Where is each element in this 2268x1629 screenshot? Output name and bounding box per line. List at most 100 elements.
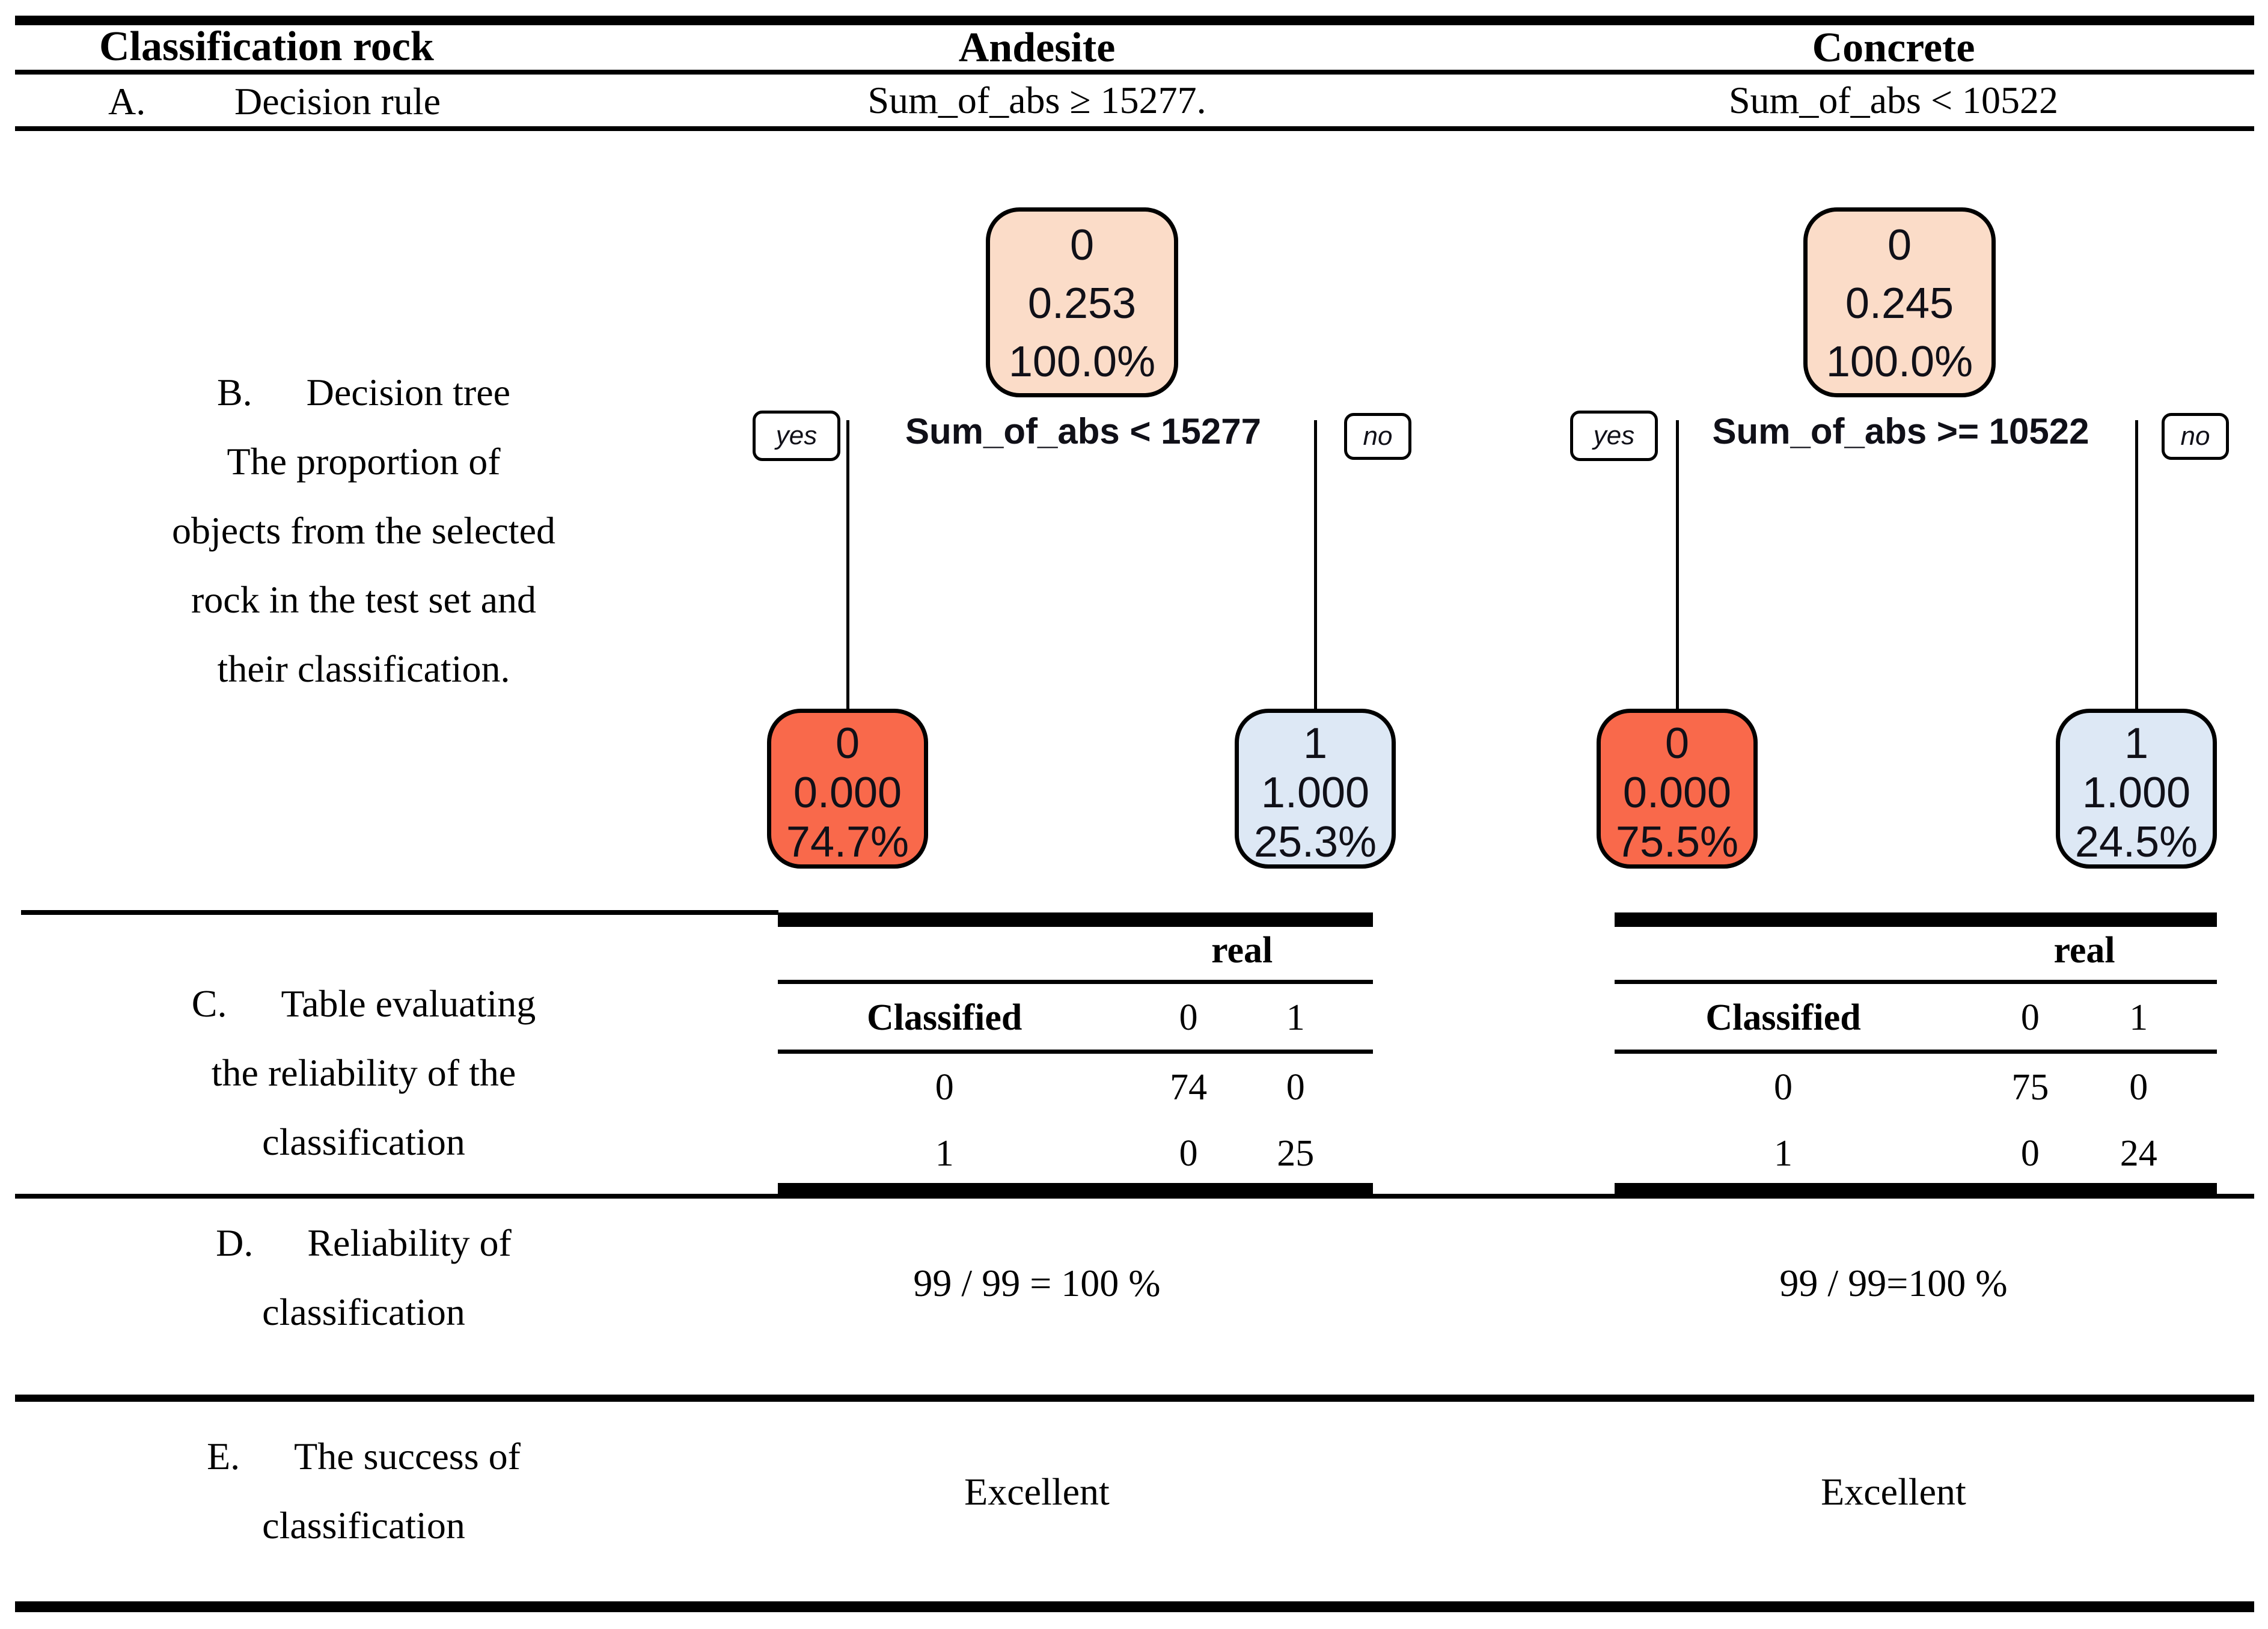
leaf-probability: 1.000 xyxy=(2082,769,2191,817)
matrix-real-header: real xyxy=(2053,930,2115,971)
right-branch-edge xyxy=(2135,420,2138,709)
header-bottom-rule xyxy=(15,70,2254,75)
confusion-matrix-andesite: real Classified 0 1 0 74 0 1 0 25 xyxy=(778,912,1373,1197)
row-b-letter: B. xyxy=(216,371,252,414)
header-concrete: Concrete xyxy=(1812,25,1975,71)
row-c-desc-line: classification xyxy=(262,1120,465,1163)
matrix-top-rule xyxy=(1615,912,2217,927)
tree-root-node: 0 0.245 100.0% xyxy=(1803,207,1996,397)
row-b-title: Decision tree xyxy=(306,371,511,414)
left-branch-edge xyxy=(1676,420,1679,709)
header-andesite: Andesite xyxy=(958,25,1116,71)
yes-branch-box: yes xyxy=(1570,411,1658,461)
row-b-desc-line: The proportion of xyxy=(227,440,501,483)
matrix-value: 24 xyxy=(2120,1133,2157,1174)
matrix-inner-rule xyxy=(778,980,1373,984)
row-a-letter: A. xyxy=(108,80,146,123)
leaf-class: 1 xyxy=(2124,720,2149,768)
yes-label: yes xyxy=(775,421,818,450)
matrix-col-header-1: 1 xyxy=(2129,997,2148,1038)
row-d-letter: D. xyxy=(216,1221,254,1264)
row-d-bottom-rule xyxy=(15,1395,2254,1402)
row-c-title: Table evaluating xyxy=(281,982,536,1025)
tree-leaf-class1: 1 1.000 24.5% xyxy=(2056,709,2217,869)
matrix-row-header: 1 xyxy=(1774,1133,1793,1174)
leaf-coverage: 24.5% xyxy=(2074,818,2198,866)
row-b-desc-line: their classification. xyxy=(217,647,510,690)
matrix-real-header: real xyxy=(1211,930,1273,971)
row-e-title-line: E.The success of xyxy=(18,1422,709,1491)
root-probability: 0.245 xyxy=(1845,280,1954,328)
no-branch-box: no xyxy=(1344,413,1411,460)
root-coverage: 100.0% xyxy=(1826,338,1973,386)
matrix-col-header-0: 0 xyxy=(2020,997,2040,1038)
matrix-value: 74 xyxy=(1170,1067,1208,1108)
matrix-col-header-1: 1 xyxy=(1286,997,1305,1038)
matrix-row-header: 1 xyxy=(935,1133,954,1174)
leaf-probability: 1.000 xyxy=(1261,769,1370,817)
matrix-bottom-rule xyxy=(778,1183,1373,1197)
matrix-value: 0 xyxy=(2129,1067,2148,1108)
row-b-title-line: B. Decision tree xyxy=(18,358,709,427)
tree-leaf-class0: 0 0.000 74.7% xyxy=(767,709,928,869)
tree-root-node: 0 0.253 100.0% xyxy=(986,207,1178,397)
row-e-title: The success of xyxy=(294,1435,521,1478)
matrix-col-header-0: 0 xyxy=(1179,997,1198,1038)
confusion-matrix-concrete: real Classified 0 1 0 75 0 1 0 24 xyxy=(1615,912,2217,1197)
tree-leaf-class0: 0 0.000 75.5% xyxy=(1597,709,1758,869)
row-d-desc-line: classification xyxy=(262,1291,465,1333)
matrix-value: 0 xyxy=(1179,1133,1198,1174)
matrix-value: 0 xyxy=(2020,1133,2040,1174)
row-e-label: E.The success of classification xyxy=(18,1422,709,1560)
row-c-label: C. Table evaluating the reliability of th… xyxy=(18,969,709,1176)
no-label: no xyxy=(2180,421,2210,451)
table-bottom-rule xyxy=(15,1601,2254,1612)
row-a-label: Decision rule xyxy=(234,80,441,123)
matrix-value: 75 xyxy=(2011,1067,2049,1108)
leaf-coverage: 74.7% xyxy=(786,818,909,866)
leaf-coverage: 25.3% xyxy=(1253,818,1377,866)
matrix-top-rule xyxy=(778,912,1373,927)
yes-branch-box: yes xyxy=(753,411,840,461)
matrix-inner-rule xyxy=(778,1050,1373,1054)
decision-tree-concrete: 0 0.245 100.0% yes Sum_of_abs >= 10522 n… xyxy=(1569,207,2230,869)
leaf-probability: 0.000 xyxy=(1622,769,1732,817)
no-label: no xyxy=(1363,421,1393,451)
left-branch-edge xyxy=(846,420,849,709)
row-b-label: B. Decision tree The proportion of object… xyxy=(18,358,709,703)
row-a-value-concrete: Sum_of_abs < 10522 xyxy=(1728,79,2059,121)
matrix-inner-rule xyxy=(1615,1050,2217,1054)
right-branch-edge xyxy=(1314,420,1317,709)
row-c-desc-line: the reliability of the xyxy=(211,1051,516,1094)
leaf-class: 1 xyxy=(1303,720,1328,768)
root-class: 0 xyxy=(1887,221,1912,269)
row-a-value-andesite: Sum_of_abs ≥ 15277. xyxy=(867,79,1206,121)
matrix-classified-header: Classified xyxy=(867,997,1022,1038)
row-d-value-concrete: 99 / 99=100 % xyxy=(1779,1262,2008,1304)
row-e-value-concrete: Excellent xyxy=(1821,1470,1966,1513)
row-d-value-andesite: 99 / 99 = 100 % xyxy=(913,1262,1161,1304)
row-d-label: D. Reliability of classification xyxy=(18,1208,709,1346)
row-d-title: Reliability of xyxy=(307,1221,512,1264)
leaf-class: 0 xyxy=(1664,720,1690,768)
root-probability: 0.253 xyxy=(1027,280,1137,328)
root-coverage: 100.0% xyxy=(1008,338,1156,386)
row-b-desc-line: rock in the test set and xyxy=(191,578,537,621)
row-a-bottom-rule xyxy=(15,126,2254,131)
row-b-bottom-rule-left xyxy=(21,910,778,915)
tree-leaf-class1: 1 1.000 25.3% xyxy=(1235,709,1396,869)
matrix-value: 0 xyxy=(1286,1067,1305,1108)
matrix-value: 25 xyxy=(1277,1133,1315,1174)
matrix-row-header: 0 xyxy=(1774,1067,1793,1108)
row-c-title-line: C. Table evaluating xyxy=(18,969,709,1038)
split-condition: Sum_of_abs < 15277 xyxy=(905,411,1262,451)
row-e-value-andesite: Excellent xyxy=(964,1470,1110,1513)
matrix-classified-header: Classified xyxy=(1705,997,1861,1038)
row-b-desc-line: objects from the selected xyxy=(172,509,555,552)
matrix-inner-rule xyxy=(1615,980,2217,984)
row-d-title-line: D. Reliability of xyxy=(18,1208,709,1277)
leaf-coverage: 75.5% xyxy=(1615,818,1739,866)
row-c-letter: C. xyxy=(191,982,227,1025)
matrix-row-header: 0 xyxy=(935,1067,954,1108)
